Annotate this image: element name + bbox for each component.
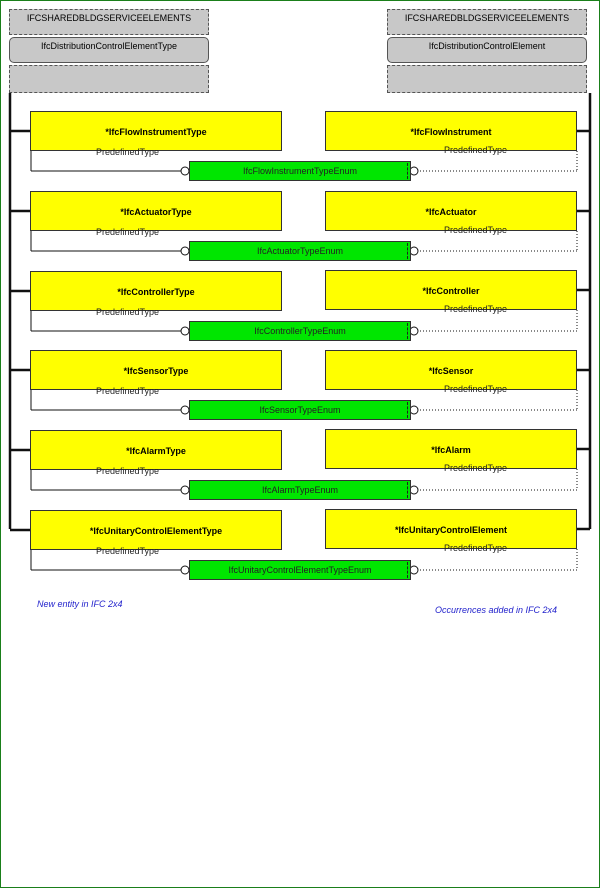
attribute-label-left: PredefinedType [96,546,160,556]
attribute-end-right [409,405,419,415]
attribute-label-left: PredefinedType [96,386,160,396]
attribute-label-left: PredefinedType [96,227,160,237]
type-enum[interactable]: IfcSensorTypeEnum [189,400,411,420]
type-entity[interactable]: *IfcControllerType [30,271,282,311]
left-schema-block: IFCSHAREDBLDGSERVICEELEMENTS IfcDistribu… [9,9,209,93]
attribute-end-right [409,326,419,336]
occurrence-entity[interactable]: *IfcUnitaryControlElement [325,509,577,549]
attribute-label-right: PredefinedType [444,463,508,473]
attribute-label-left: PredefinedType [96,307,160,317]
attribute-label-right: PredefinedType [444,543,508,553]
type-enum[interactable]: IfcUnitaryControlElementTypeEnum [189,560,411,580]
type-entity[interactable]: *IfcUnitaryControlElementType [30,510,282,550]
attribute-end-right [409,166,419,176]
type-enum[interactable]: IfcControllerTypeEnum [189,321,411,341]
attribute-end-left [180,485,190,495]
attribute-end-right [409,485,419,495]
attribute-label-right: PredefinedType [444,225,508,235]
type-entity[interactable]: *IfcActuatorType [30,191,282,231]
attribute-label-right: PredefinedType [444,304,508,314]
type-entity[interactable]: *IfcFlowInstrumentType [30,111,282,151]
occurrence-entity[interactable]: *IfcActuator [325,191,577,231]
occurrence-entity[interactable]: *IfcSensor [325,350,577,390]
occurrence-entity[interactable]: *IfcAlarm [325,429,577,469]
attribute-end-left [180,565,190,575]
type-enum[interactable]: IfcFlowInstrumentTypeEnum [189,161,411,181]
type-enum[interactable]: IfcAlarmTypeEnum [189,480,411,500]
right-supertype[interactable]: IfcDistributionControlElement [387,37,587,63]
attribute-end-left [180,246,190,256]
occurrence-entity[interactable]: *IfcFlowInstrument [325,111,577,151]
occurrence-entity[interactable]: *IfcController [325,270,577,310]
attribute-end-left [180,326,190,336]
attribute-label-left: PredefinedType [96,466,160,476]
attribute-end-left [180,166,190,176]
right-schema-block: IFCSHAREDBLDGSERVICEELEMENTS IfcDistribu… [387,9,587,93]
attribute-end-left [180,405,190,415]
note-new-entity: New entity in IFC 2x4 [37,599,123,609]
left-schema-name: IFCSHAREDBLDGSERVICEELEMENTS [9,9,209,35]
type-entity[interactable]: *IfcAlarmType [30,430,282,470]
attribute-label-right: PredefinedType [444,145,508,155]
attribute-end-right [409,246,419,256]
left-supertype[interactable]: IfcDistributionControlElementType [9,37,209,63]
type-entity[interactable]: *IfcSensorType [30,350,282,390]
left-schema-footer [9,65,209,93]
note-occurrences: Occurrences added in IFC 2x4 [435,605,558,615]
type-enum[interactable]: IfcActuatorTypeEnum [189,241,411,261]
right-schema-name: IFCSHAREDBLDGSERVICEELEMENTS [387,9,587,35]
attribute-label-right: PredefinedType [444,384,508,394]
right-schema-footer [387,65,587,93]
attribute-end-right [409,565,419,575]
attribute-label-left: PredefinedType [96,147,160,157]
